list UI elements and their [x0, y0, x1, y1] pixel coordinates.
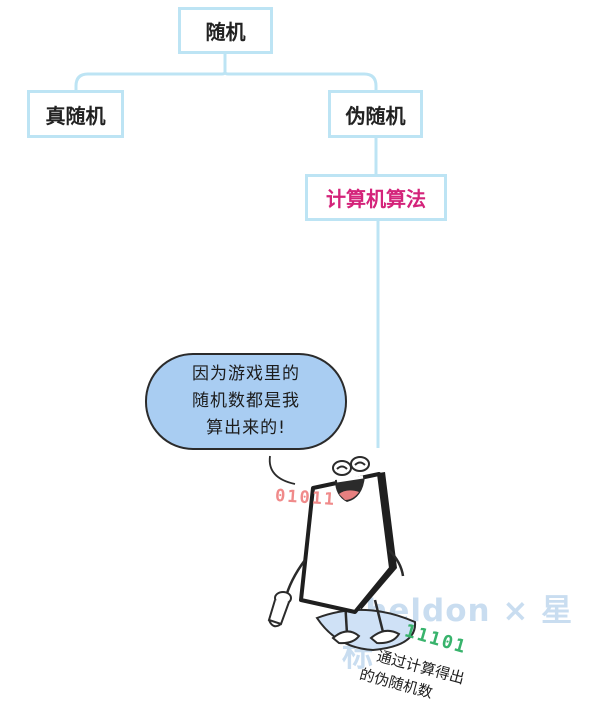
speech-line-3: 算出来的! [206, 418, 286, 438]
node-true-random-label: 真随机 [45, 103, 106, 128]
connector-root-pseudo [223, 71, 378, 90]
laughing-computer-monitor-icon [267, 455, 417, 652]
node-computer-algorithm: 计算机算法 [305, 174, 447, 221]
node-true-random: 真随机 [27, 90, 124, 138]
node-random: 随机 [178, 7, 273, 54]
node-pseudo-random: 伪随机 [328, 90, 423, 138]
speech-bubble: 因为游戏里的 随机数都是我 算出来的! [145, 353, 347, 450]
node-random-label: 随机 [205, 20, 246, 44]
binary-text-red: 01011 [274, 485, 337, 511]
node-computer-algorithm-label: 计算机算法 [326, 187, 426, 211]
node-pseudo-random-label: 伪随机 [345, 103, 406, 128]
connector-root-true [74, 54, 227, 90]
speech-line-1: 因为游戏里的 [192, 364, 300, 384]
speech-line-2: 随机数都是我 [192, 391, 300, 411]
